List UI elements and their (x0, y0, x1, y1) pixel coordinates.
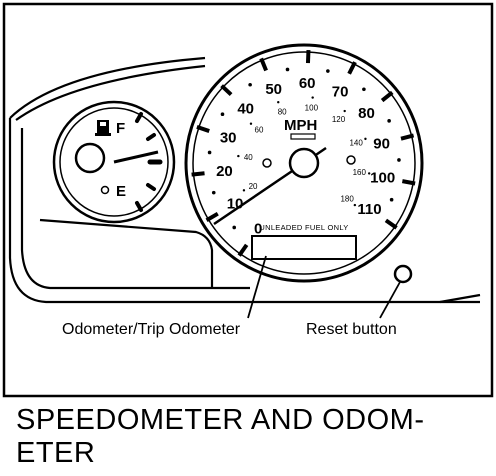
mph-minor-tick (326, 69, 330, 73)
speedometer-minor-ticks (207, 67, 401, 230)
odometer-display (251, 235, 357, 260)
mph-label-90: 90 (373, 136, 390, 153)
caption-line-1: SPEEDOMETER AND ODOM- (16, 404, 425, 436)
mph-tick-70 (347, 61, 357, 75)
fuel-empty-label: E (116, 183, 126, 200)
mph-label-80: 80 (358, 105, 375, 122)
kmh-label-160: 160 (353, 168, 367, 177)
dashboard-housing (8, 56, 481, 304)
fuel-indicator-lamp (100, 185, 110, 195)
mph-label-100: 100 (370, 170, 395, 187)
fuel-full-label: F (116, 120, 125, 137)
kmh-tick (367, 172, 371, 175)
mph-tick-0 (237, 243, 249, 257)
mph-label-70: 70 (332, 84, 349, 101)
reset-leader-line (379, 281, 401, 319)
mph-label-110: 110 (357, 201, 381, 218)
mph-tick-20 (191, 171, 205, 177)
mph-label-30: 30 (220, 129, 237, 146)
reset-callout-label: Reset button (306, 321, 397, 338)
mph-minor-tick (397, 158, 401, 162)
kmh-tick (277, 101, 280, 104)
figure-caption: SPEEDOMETER AND ODOM- ETER (16, 404, 476, 470)
mph-tick-10 (205, 211, 219, 222)
reset-button-knob (393, 264, 413, 284)
kmh-label-120: 120 (332, 115, 346, 124)
odometer-callout-label: Odometer/Trip Odometer (62, 321, 241, 338)
fuel-needle (113, 150, 159, 164)
mph-tick-30 (196, 124, 210, 133)
mph-label-20: 20 (216, 163, 233, 180)
kmh-tick (237, 154, 240, 158)
odometer-leader-line (247, 255, 267, 319)
mph-minor-tick (220, 112, 225, 117)
mph-tick-50 (259, 57, 268, 72)
speedometer-needle-hub (288, 147, 320, 179)
kmh-label-100: 100 (305, 103, 319, 112)
fuel-gauge: F E (52, 100, 176, 224)
indicator-window (290, 133, 316, 140)
mph-label-50: 50 (265, 81, 282, 98)
mph-minor-tick (389, 197, 394, 202)
kmh-label-80: 80 (278, 107, 287, 116)
mph-minor-tick (211, 190, 216, 195)
mph-tick-90 (400, 133, 415, 141)
kmh-label-140: 140 (349, 139, 363, 148)
speedometer-major-ticks (191, 50, 416, 257)
mph-unit-label: MPH (284, 117, 317, 134)
kmh-tick (353, 203, 357, 207)
kmh-label-180: 180 (340, 195, 354, 204)
caption-line-2: ETER (16, 437, 96, 469)
mph-tick-40 (220, 84, 233, 97)
kmh-tick (364, 137, 367, 141)
mph-tick-60 (305, 50, 311, 64)
indicator-lamp-right (346, 155, 356, 165)
kmh-label-60: 60 (255, 126, 264, 135)
mph-tick-110 (384, 218, 398, 230)
kmh-label-40: 40 (244, 153, 253, 162)
mph-tick-80 (380, 90, 394, 103)
fuel-notice-text: UNLEADED FUEL ONLY (259, 223, 348, 232)
mph-minor-tick (248, 82, 252, 87)
kmh-tick (249, 122, 253, 125)
fuel-needle-hub (74, 142, 106, 174)
mph-label-40: 40 (237, 100, 254, 117)
mph-minor-tick (207, 150, 212, 155)
mph-label-0: 0 (254, 221, 262, 238)
figure-frame (2, 2, 494, 398)
kmh-tick (242, 189, 246, 192)
kmh-tick (343, 109, 346, 113)
mph-minor-tick (387, 119, 391, 123)
mph-minor-tick (285, 67, 290, 72)
fuel-pump-icon (95, 120, 111, 136)
kmh-label-20: 20 (249, 182, 258, 191)
mph-tick-100 (401, 179, 416, 186)
kmh-tick (311, 96, 314, 99)
mph-minor-tick (362, 87, 366, 92)
mph-minor-tick (232, 225, 237, 230)
fuel-gauge-ticks (135, 112, 163, 212)
mph-label-60: 60 (299, 75, 316, 92)
speedometer-needle (213, 161, 305, 226)
indicator-lamp-left (262, 158, 272, 168)
